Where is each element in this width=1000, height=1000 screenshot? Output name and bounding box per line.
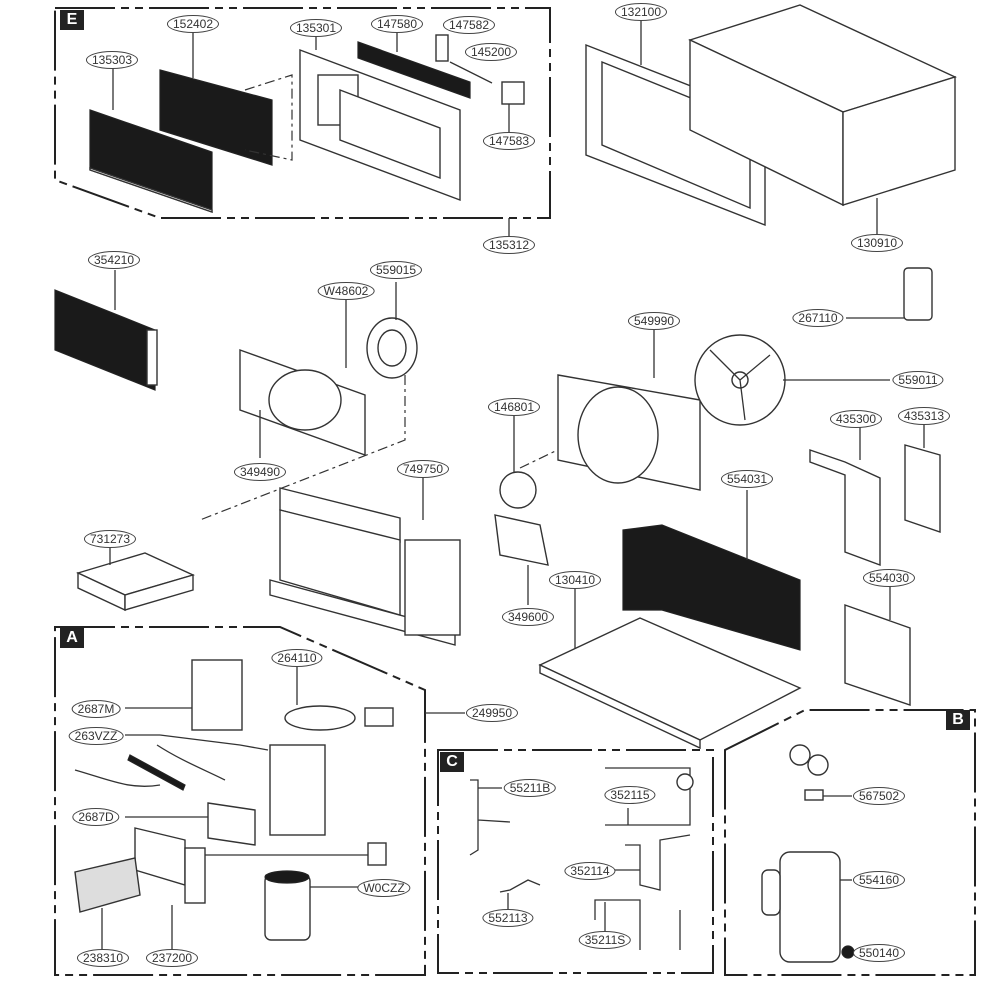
- callout-549990[interactable]: 549990: [627, 312, 681, 330]
- part-554160-compressor: [761, 851, 852, 963]
- part-352114-tube: [610, 834, 691, 891]
- part-267110-remote: [846, 267, 933, 321]
- part-147583-bracket: [501, 81, 525, 132]
- part-130410-base-pan: [538, 587, 802, 750]
- section-e-tag: E: [60, 10, 84, 30]
- section-c-tag: C: [440, 752, 464, 772]
- callout-W48602[interactable]: W48602: [317, 282, 375, 300]
- callout-263VZZ[interactable]: 263VZZ: [68, 727, 124, 745]
- part-145200-shaft: [449, 61, 493, 84]
- part-559015-blower-wheel: [199, 282, 418, 521]
- callout-W0CZZ[interactable]: W0CZZ: [357, 879, 411, 897]
- callout-130910[interactable]: 130910: [850, 234, 904, 252]
- callout-354210[interactable]: 354210: [87, 251, 141, 269]
- callout-435300[interactable]: 435300: [829, 410, 883, 428]
- callout-135303[interactable]: 135303: [85, 51, 139, 69]
- callout-552113[interactable]: 552113: [482, 909, 534, 927]
- part-130910-cabinet: [688, 4, 957, 235]
- callout-152402[interactable]: 152402: [166, 15, 220, 33]
- callout-267110[interactable]: 267110: [792, 309, 844, 327]
- callout-554030[interactable]: 554030: [862, 569, 916, 587]
- callout-147582[interactable]: 147582: [442, 16, 496, 34]
- callout-130410[interactable]: 130410: [548, 571, 602, 589]
- part-554030-side-coil: [844, 585, 911, 706]
- section-b-frame: [724, 709, 976, 976]
- callout-55211B[interactable]: 55211B: [503, 779, 557, 797]
- callout-35211S[interactable]: 35211S: [578, 931, 632, 949]
- section-e-frame: [54, 7, 551, 219]
- callout-352114[interactable]: 352114: [564, 862, 616, 880]
- callout-145200[interactable]: 145200: [464, 43, 518, 61]
- section-b-tag: B: [946, 710, 970, 730]
- part-435313-side-panel: [904, 422, 941, 533]
- part-354210-evaporator: [54, 270, 158, 391]
- callout-559015[interactable]: 559015: [369, 261, 423, 279]
- part-263VZZ-wire: [125, 734, 269, 751]
- part-352115-tube: [605, 767, 694, 826]
- callout-264110[interactable]: 264110: [271, 649, 323, 667]
- part-567502-overload: [789, 744, 852, 801]
- callout-135312[interactable]: 135312: [482, 236, 536, 254]
- callout-135301[interactable]: 135301: [289, 19, 343, 37]
- callout-238310[interactable]: 238310: [76, 949, 130, 967]
- part-2687D-pcb: [125, 802, 256, 846]
- callout-132100[interactable]: 132100: [614, 3, 668, 21]
- callout-749750[interactable]: 749750: [396, 460, 450, 478]
- callout-352115[interactable]: 352115: [604, 786, 656, 804]
- part-749750-air-guide: [269, 478, 461, 646]
- part-135303-filter: [89, 68, 213, 213]
- callout-554160[interactable]: 554160: [852, 871, 906, 889]
- part-35211S-tube: [594, 899, 681, 950]
- part-147582-bracket: [435, 34, 449, 62]
- callout-147580[interactable]: 147580: [370, 15, 424, 33]
- callout-731273[interactable]: 731273: [83, 530, 137, 548]
- section-a-tag: A: [60, 628, 84, 648]
- part-harness-set: [74, 744, 226, 791]
- callout-2687D[interactable]: 2687D: [72, 808, 120, 826]
- section-a-frame: [54, 626, 426, 976]
- part-152402-prefilter: [159, 30, 273, 166]
- callout-249950[interactable]: 249950: [465, 704, 519, 722]
- callout-567502[interactable]: 567502: [852, 787, 906, 805]
- part-559011-condenser-fan: [694, 334, 890, 426]
- callout-435313[interactable]: 435313: [897, 407, 951, 425]
- part-552113-tube: [499, 879, 541, 912]
- part-147580-louver: [357, 30, 471, 99]
- part-349600-motor-bracket: [494, 514, 549, 605]
- part-W0CZZ-capacitor: [264, 870, 360, 941]
- callout-349600[interactable]: 349600: [501, 608, 555, 626]
- callout-550140[interactable]: 550140: [852, 944, 906, 962]
- callout-237200[interactable]: 237200: [145, 949, 199, 967]
- part-435300-rear-grille: [809, 425, 881, 567]
- part-731273-box: [76, 547, 195, 612]
- callout-2687M[interactable]: 2687M: [71, 700, 121, 718]
- section-c-frame: [437, 749, 714, 974]
- part-264110-power-cord: [284, 665, 394, 731]
- callout-147583[interactable]: 147583: [482, 132, 536, 150]
- callout-554031[interactable]: 554031: [720, 470, 774, 488]
- part-135301-front-grille: [244, 30, 461, 202]
- part-549990-shroud: [557, 325, 701, 491]
- callout-559011[interactable]: 559011: [892, 371, 944, 389]
- part-control-housing: [269, 744, 326, 836]
- part-55211B-tube: [469, 779, 511, 856]
- callout-349490[interactable]: 349490: [233, 463, 287, 481]
- part-238310-nameplate: [74, 857, 141, 950]
- part-control-panel: [134, 827, 387, 904]
- part-2687M-control-box: [125, 659, 243, 731]
- part-554031-condenser: [622, 490, 801, 651]
- callout-146801[interactable]: 146801: [487, 398, 541, 416]
